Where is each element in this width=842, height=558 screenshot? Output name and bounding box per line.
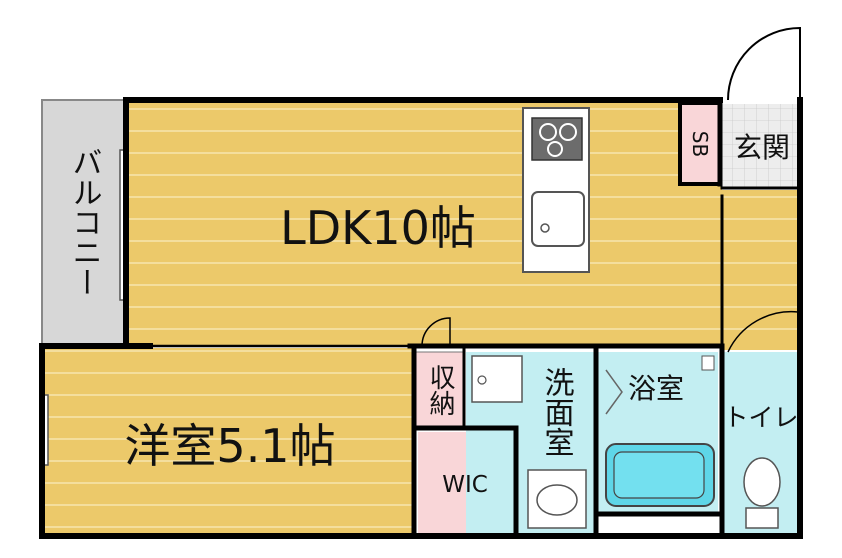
bathroom-vent-icon bbox=[701, 355, 715, 371]
ldk-floor bbox=[128, 102, 722, 346]
burner-back-icon bbox=[547, 141, 563, 157]
storage-area bbox=[415, 351, 465, 427]
corridor-floor bbox=[720, 190, 800, 350]
walls bbox=[39, 97, 803, 539]
washing-machine-icon bbox=[471, 355, 523, 403]
burner-right-icon bbox=[559, 123, 577, 141]
sink-icon bbox=[531, 191, 585, 247]
western-room-label: 洋室5.1帖 bbox=[124, 419, 335, 473]
balcony-label: バルコニー bbox=[67, 147, 102, 297]
bathroom-door bbox=[605, 369, 623, 415]
toilet-label: トイレ bbox=[723, 403, 798, 432]
wic-label: WIC bbox=[442, 472, 488, 498]
bathtub-inner bbox=[613, 451, 705, 499]
balcony-area bbox=[41, 99, 127, 345]
toilet-tank-icon bbox=[745, 507, 779, 529]
washroom-label: 洗面室 bbox=[539, 367, 574, 457]
storage-label: 収納 bbox=[425, 364, 455, 416]
washing-machine-drain-icon bbox=[477, 375, 487, 385]
burner-left-icon bbox=[539, 123, 557, 141]
wash-bowl-icon bbox=[536, 484, 578, 516]
storage-door-swing bbox=[421, 317, 451, 347]
bathroom-label: 浴室 bbox=[628, 372, 684, 405]
entrance-door-swing bbox=[727, 26, 801, 101]
entrance-label: 玄関 bbox=[734, 131, 790, 164]
toilet-door-swing bbox=[727, 310, 799, 353]
shoebox-label: SB bbox=[688, 131, 712, 157]
stove-icon bbox=[531, 117, 583, 161]
western-room-floor bbox=[44, 348, 414, 534]
entrance-area bbox=[722, 104, 800, 188]
ldk-label: LDK10帖 bbox=[280, 201, 476, 255]
sink-drain-icon bbox=[540, 223, 550, 233]
toilet-bowl-icon bbox=[743, 457, 781, 507]
